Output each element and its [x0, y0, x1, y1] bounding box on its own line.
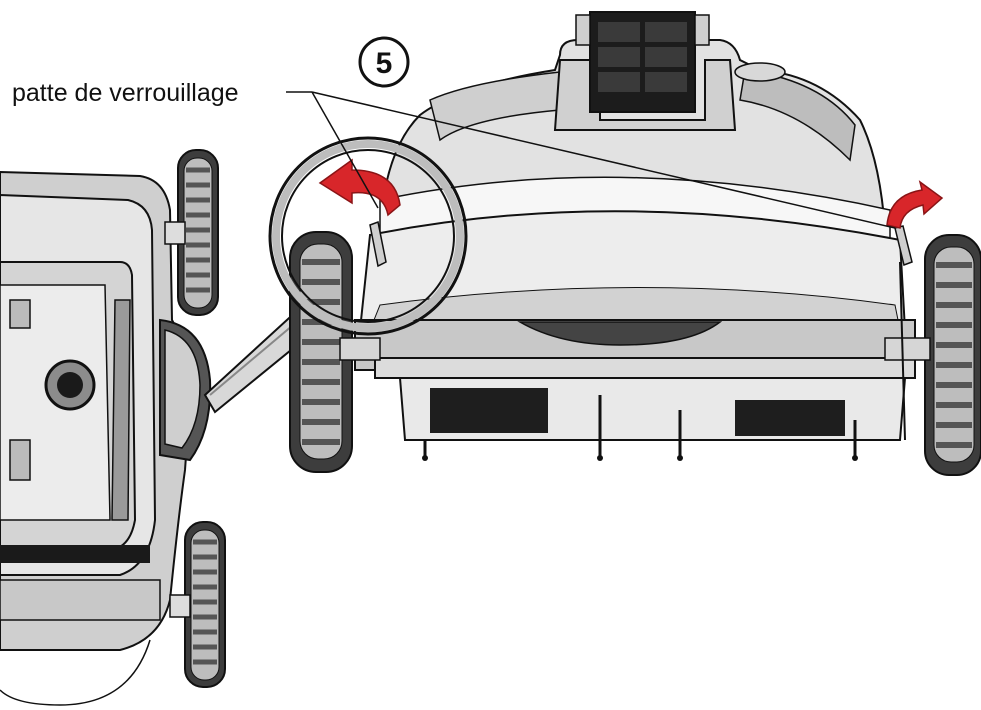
vent-grille	[575, 11, 710, 113]
wheel-top-left	[164, 149, 219, 316]
step-number: 5	[376, 47, 393, 80]
leader-lines	[286, 91, 896, 229]
mower-side-view	[0, 149, 226, 706]
magnifier-callout	[268, 136, 468, 336]
mower-rear-view	[289, 11, 981, 476]
callout-label: patte de verrouillage	[12, 79, 239, 107]
rotation-arrow-right	[886, 180, 944, 229]
rotation-arrow-left	[318, 158, 401, 217]
locking-tab-left	[369, 220, 387, 268]
wheel-bottom-left	[169, 521, 226, 688]
step-number-badge: 5	[358, 36, 410, 88]
wheel-rear-right	[884, 234, 981, 476]
